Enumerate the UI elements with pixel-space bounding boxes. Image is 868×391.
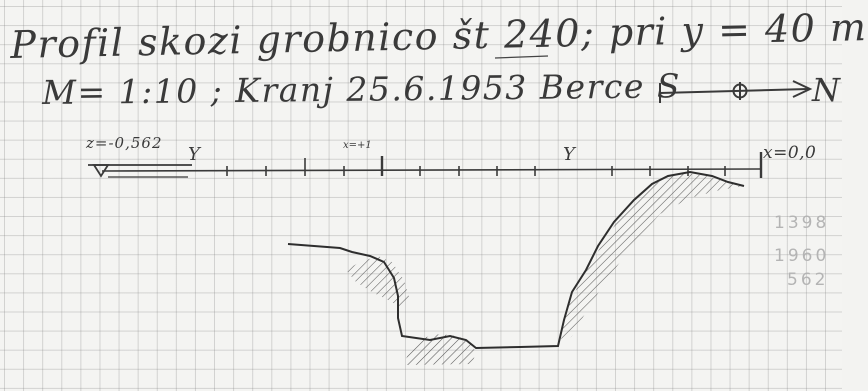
datum-axis xyxy=(101,152,763,178)
axis-label-left: Y xyxy=(188,144,200,165)
margin-number: 1960 xyxy=(774,246,830,266)
x-plus-marker-label: x=+1 xyxy=(343,140,372,151)
profile-drawing xyxy=(88,55,813,365)
left-bank-hatching xyxy=(346,256,410,308)
datum-level-label: z=-0,562 xyxy=(86,134,163,152)
axis-label-right: x=0,0 xyxy=(763,143,817,163)
sheet-subtitle: M= 1:10 ; Kranj 25.6.1953 Berce S xyxy=(41,66,682,112)
north-arrow xyxy=(659,80,813,103)
title-pri-strikeout xyxy=(494,55,549,59)
profile-outline xyxy=(287,170,745,350)
margin-number: 562 xyxy=(787,270,829,290)
right-bank-hatching xyxy=(560,172,744,346)
margin-number: 1398 xyxy=(774,213,830,233)
axis-label-middle: Y xyxy=(563,144,575,165)
north-label: N xyxy=(812,71,840,109)
trench-bottom-hatching xyxy=(404,334,476,365)
